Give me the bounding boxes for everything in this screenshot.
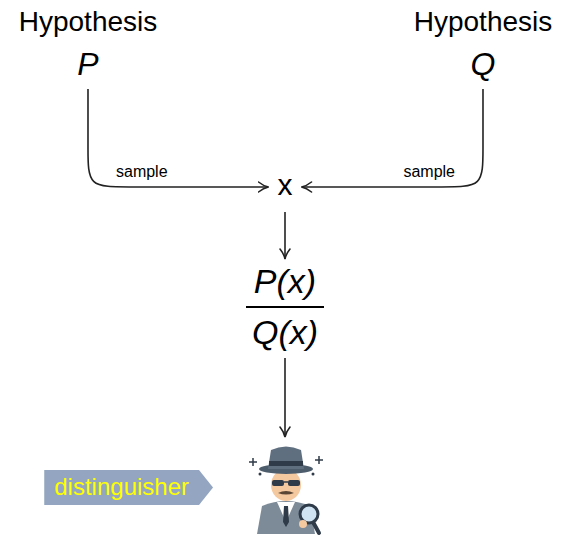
node-title: x bbox=[272, 168, 299, 206]
connector-arrow bbox=[302, 89, 483, 187]
tag-label: distinguisher bbox=[44, 470, 213, 505]
node-title: Hypothesis bbox=[19, 6, 158, 38]
distinguisher-node: distinguisher bbox=[243, 440, 329, 534]
edge-label: sample bbox=[114, 163, 170, 181]
ratio-node: P(x)Q(x) bbox=[246, 262, 324, 352]
edge-label: sample bbox=[401, 163, 457, 181]
sample-node: x bbox=[272, 168, 299, 206]
node-symbol: Q(x) bbox=[246, 308, 324, 352]
hypothesis-node: HypothesisQ bbox=[414, 6, 553, 85]
connector-arrow bbox=[284, 358, 286, 437]
node-title: P(x) bbox=[246, 262, 324, 308]
node-symbol: Q bbox=[414, 38, 553, 85]
connector-arrow bbox=[88, 89, 269, 187]
node-symbol: P bbox=[19, 38, 158, 85]
hypothesis-node: HypothesisP bbox=[19, 6, 158, 85]
connector-arrow bbox=[284, 212, 286, 259]
node-title: Hypothesis bbox=[414, 6, 553, 38]
